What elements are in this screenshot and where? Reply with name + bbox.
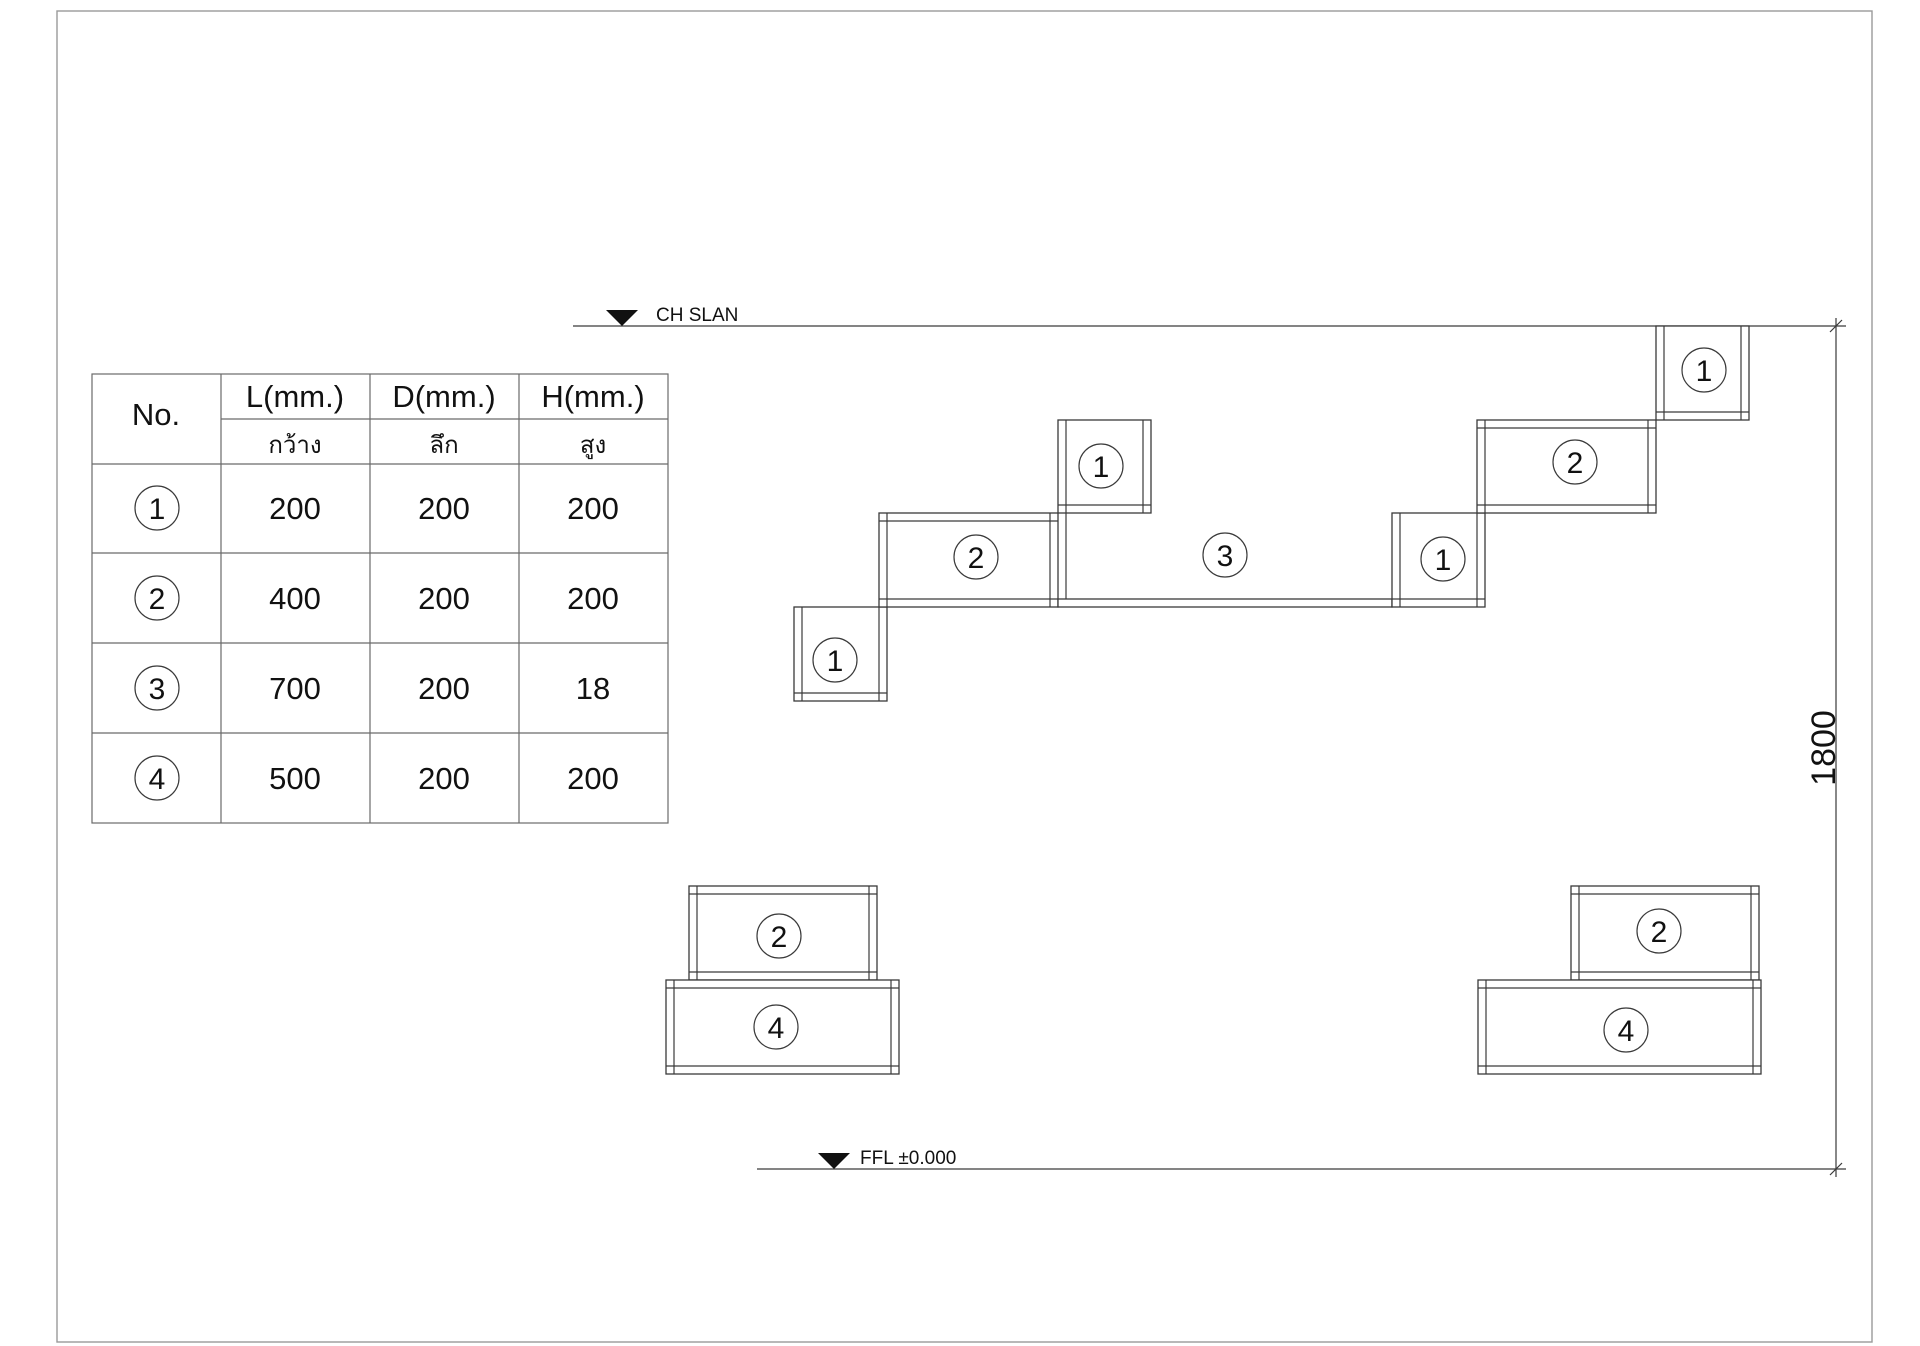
tag-1: 1 bbox=[1420, 536, 1466, 582]
height-dimension: 1800 bbox=[1805, 318, 1843, 1177]
subheader-height: สูง bbox=[580, 431, 606, 460]
ch-slan-label: CH SLAN bbox=[656, 305, 738, 326]
cell-depth: 200 bbox=[418, 671, 470, 706]
tag-label: 1 bbox=[827, 645, 844, 678]
level-ch-slan: CH SLAN bbox=[573, 305, 1846, 327]
tag-1: 1 bbox=[1681, 347, 1727, 393]
dimension-tick bbox=[1829, 1162, 1843, 1176]
cell-length: 500 bbox=[269, 761, 321, 796]
cell-height: 200 bbox=[567, 491, 619, 526]
subheader-length: กว้าง bbox=[268, 431, 321, 459]
header-height: H(mm.) bbox=[541, 379, 644, 414]
tag-label: 2 bbox=[968, 542, 985, 575]
cell-height: 200 bbox=[567, 581, 619, 616]
tag-2: 2 bbox=[1552, 439, 1598, 485]
tag-3: 3 bbox=[1202, 532, 1248, 578]
row-number: 2 bbox=[149, 583, 166, 616]
tag-label: 2 bbox=[1651, 916, 1668, 949]
header-depth: D(mm.) bbox=[392, 379, 495, 414]
cell-depth: 200 bbox=[418, 581, 470, 616]
table-row: 2 400 200 200 bbox=[134, 575, 619, 621]
tag-label: 3 bbox=[1217, 540, 1234, 573]
tag-2: 2 bbox=[1636, 908, 1682, 954]
cell-length: 700 bbox=[269, 671, 321, 706]
row-number: 3 bbox=[149, 673, 166, 706]
row-number: 1 bbox=[149, 493, 166, 526]
header-no: No. bbox=[132, 397, 180, 432]
height-dimension-value: 1800 bbox=[1805, 710, 1843, 786]
level-ffl: FFL ±0.000 bbox=[757, 1148, 1846, 1170]
level-marker-icon bbox=[606, 310, 638, 326]
level-marker-icon bbox=[818, 1153, 850, 1169]
tag-1: 1 bbox=[1078, 443, 1124, 489]
sheet-border bbox=[56, 10, 1873, 1343]
row-number: 4 bbox=[149, 763, 166, 796]
tag-label: 1 bbox=[1093, 451, 1110, 484]
table-row: 4 500 200 200 bbox=[134, 755, 619, 801]
tag-2: 2 bbox=[756, 913, 802, 959]
tag-label: 4 bbox=[768, 1012, 785, 1045]
table-row: 1 200 200 200 bbox=[134, 485, 619, 531]
shelf-box-2-left bbox=[878, 512, 1059, 608]
header-length: L(mm.) bbox=[246, 379, 344, 414]
tag-1: 1 bbox=[812, 637, 858, 683]
tag-2: 2 bbox=[953, 534, 999, 580]
tag-4: 4 bbox=[753, 1004, 799, 1050]
tag-4: 4 bbox=[1603, 1007, 1649, 1053]
cell-height: 18 bbox=[576, 671, 610, 706]
cell-depth: 200 bbox=[418, 761, 470, 796]
tag-label: 4 bbox=[1618, 1015, 1635, 1048]
tag-label: 1 bbox=[1696, 355, 1713, 388]
cell-length: 200 bbox=[269, 491, 321, 526]
ffl-label: FFL ±0.000 bbox=[860, 1148, 956, 1169]
tag-label: 2 bbox=[1567, 447, 1584, 480]
table-row: 3 700 200 18 bbox=[134, 665, 610, 711]
cell-length: 400 bbox=[269, 581, 321, 616]
cell-height: 200 bbox=[567, 761, 619, 796]
subheader-depth: ลึก bbox=[429, 431, 458, 459]
tag-label: 1 bbox=[1435, 544, 1452, 577]
dimension-tick bbox=[1829, 319, 1843, 333]
tag-label: 2 bbox=[771, 921, 788, 954]
dimensions-table: No. L(mm.) D(mm.) H(mm.) กว้าง ลึก สูง 1… bbox=[91, 373, 669, 824]
cell-depth: 200 bbox=[418, 491, 470, 526]
